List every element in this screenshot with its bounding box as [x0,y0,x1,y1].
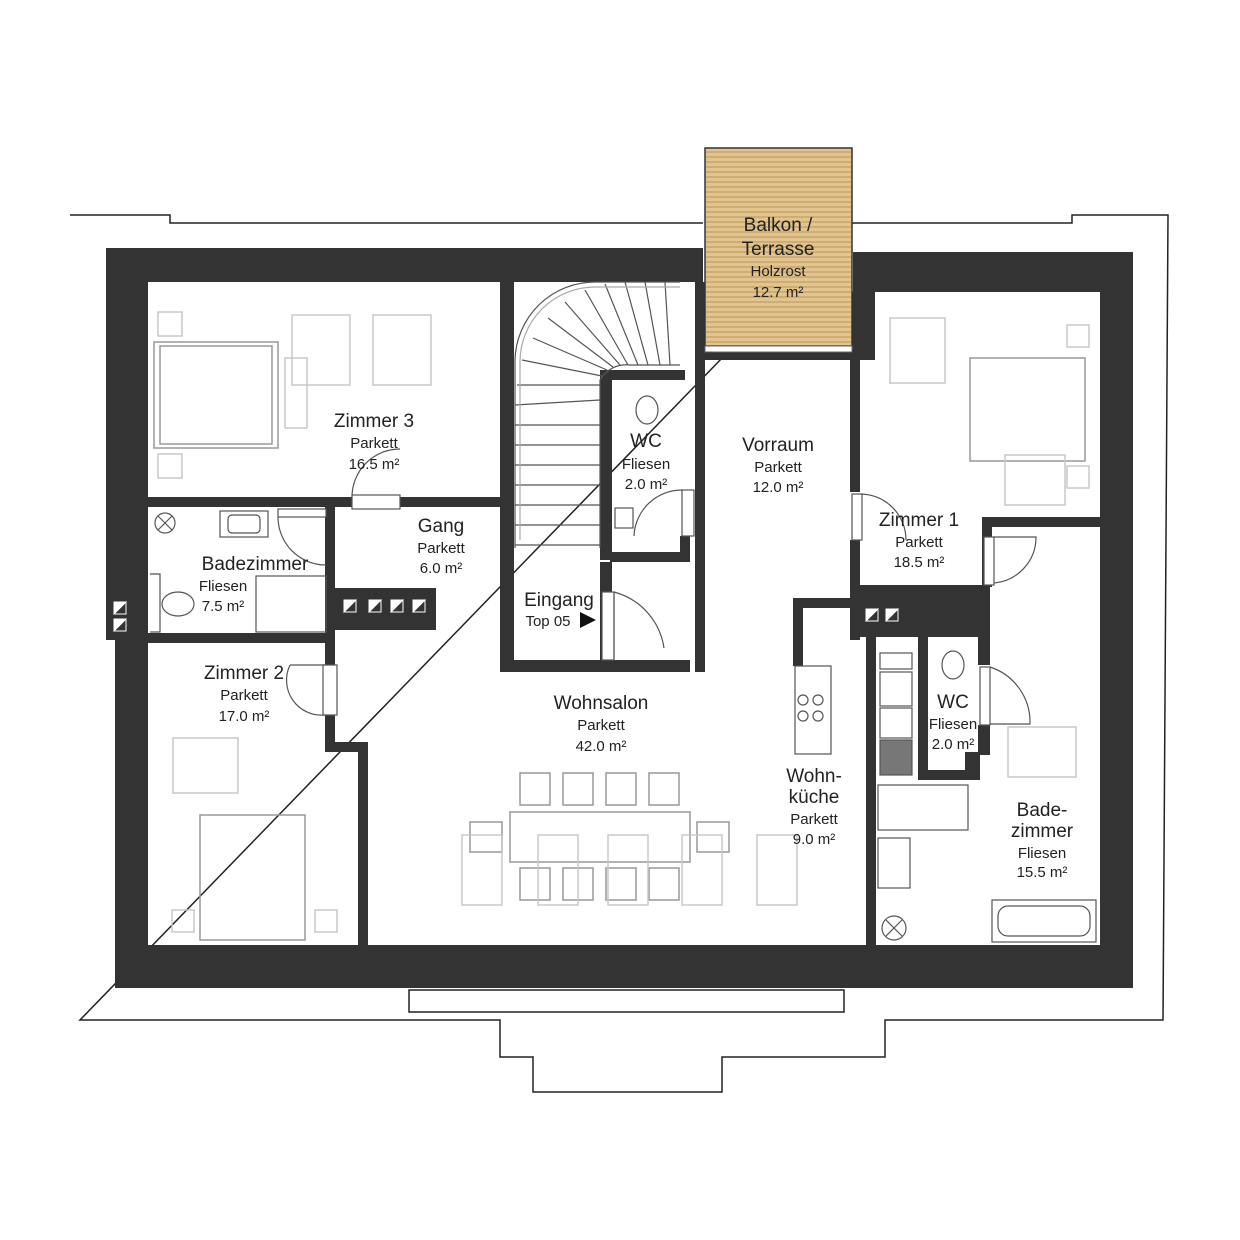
bade2-name-line2: zimmer [1011,821,1074,842]
wohnkueche-floor: Parkett [790,811,838,828]
shafts [112,598,899,632]
balcony-deck [704,147,853,353]
furniture [153,311,1090,941]
shaft-hatch [112,617,127,632]
bade2-floor: Fliesen [1018,845,1066,862]
wohnkueche-name-line1: Wohn- [786,766,842,787]
fixtures [150,395,1097,943]
gang-floor: Parkett [417,540,465,557]
vorraum-area: 12.0 m² [753,479,804,496]
wc1-name: WC [630,431,662,452]
shaft-hatch [342,598,357,613]
zimmer2-floor: Parkett [220,687,268,704]
wohnsalon-name: Wohnsalon [554,693,649,714]
zimmer1-area: 18.5 m² [894,554,945,571]
building-outline [70,214,1169,1093]
zimmer1-name: Zimmer 1 [879,510,959,531]
shaft-hatch [389,598,404,613]
zimmer2-area: 17.0 m² [219,708,270,725]
balkon-name-line1: Balkon / [744,215,813,236]
interior-walls [148,282,1100,945]
staircase [514,281,680,548]
door-frames [277,489,995,726]
zimmer2-name: Zimmer 2 [204,663,284,684]
entrance-arrow-icon [580,612,596,628]
wc2-area: 2.0 m² [932,736,975,753]
vorraum-name: Vorraum [742,435,814,456]
balkon-area: 12.7 m² [753,284,804,301]
balkon-floor: Holzrost [750,263,806,280]
badezimmer-name: Badezimmer [202,554,309,575]
badezimmer-area: 7.5 m² [202,598,245,615]
zimmer3-area: 16.5 m² [349,456,400,473]
shaft-hatch [112,600,127,615]
vorraum-floor: Parkett [754,459,802,476]
wc1-area: 2.0 m² [625,476,668,493]
wohnkueche-area: 9.0 m² [793,831,836,848]
gang-name: Gang [418,516,464,537]
bade2-name-line1: Bade- [1017,800,1068,821]
zimmer3-name: Zimmer 3 [334,411,414,432]
shaft-hatch [884,607,899,622]
entrance-label: Eingang [524,590,594,611]
shaft-hatch [864,607,879,622]
gang-area: 6.0 m² [420,560,463,577]
room-labels: Zimmer 3 Parkett 16.5 m² Badezimmer Flie… [199,215,1074,881]
front-ledge [408,989,845,1013]
balkon-name-line2: Terrasse [742,239,815,260]
shaft-hatch [367,598,382,613]
wc2-name: WC [937,692,969,713]
badezimmer-floor: Fliesen [199,578,247,595]
door-swings [277,448,1037,725]
entrance-unit: Top 05 [525,613,570,630]
zimmer1-floor: Parkett [895,534,943,551]
wohnkueche-name-line2: küche [789,787,840,808]
wc1-floor: Fliesen [622,456,670,473]
wohnsalon-floor: Parkett [577,717,625,734]
wohnsalon-area: 42.0 m² [576,738,627,755]
bade2-area: 15.5 m² [1017,864,1068,881]
shaft-hatch [411,598,426,613]
zimmer3-floor: Parkett [350,435,398,452]
wc2-floor: Fliesen [929,716,977,733]
